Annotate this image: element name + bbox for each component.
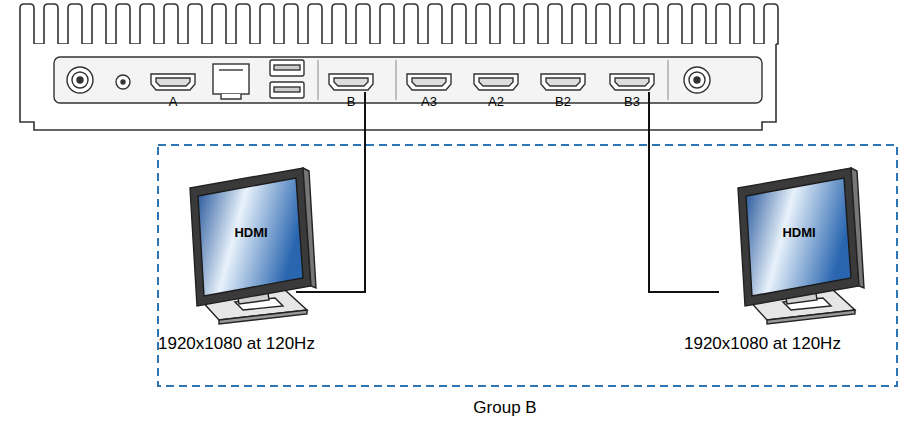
antenna-connector xyxy=(67,67,710,93)
port-label: B xyxy=(347,94,356,109)
group-label: Group B xyxy=(473,398,536,418)
ethernet-port xyxy=(213,64,249,99)
port-label: A xyxy=(169,94,178,109)
screen-text: HDMI xyxy=(782,225,815,240)
hdmi-cable xyxy=(649,92,719,292)
port-label: B2 xyxy=(555,94,571,109)
hdmi-port-inner xyxy=(479,78,513,86)
device-body xyxy=(20,44,776,130)
hdmi-port xyxy=(407,74,451,90)
cooling-fins xyxy=(20,4,778,44)
power-jack xyxy=(116,75,130,89)
panel-divider xyxy=(318,60,319,100)
group-region: Group BHDMI1920x1080 at 120HzHDMI1920x10… xyxy=(157,144,898,387)
port-label: A3 xyxy=(421,94,437,109)
screen-text: HDMI xyxy=(234,225,267,240)
hdmi-port-inner xyxy=(546,78,580,86)
hdmi-port xyxy=(610,74,654,90)
port-label: B3 xyxy=(624,94,640,109)
hdmi-port xyxy=(329,74,373,90)
panel-divider xyxy=(396,60,397,100)
resolution-label: 1920x1080 at 120Hz xyxy=(684,334,841,354)
hdmi-port-inner xyxy=(615,78,649,86)
hdmi-port xyxy=(151,74,195,90)
io-panel xyxy=(54,57,762,103)
usb-port xyxy=(270,60,304,98)
monitor: HDMI 1920x1080 at 120Hz xyxy=(683,150,905,368)
hdmi-port-inner xyxy=(412,78,446,86)
hdmi-port-inner xyxy=(156,78,190,86)
resolution-label: 1920x1080 at 120Hz xyxy=(158,334,315,354)
hdmi-port-inner xyxy=(334,78,368,86)
hdmi-port xyxy=(474,74,518,90)
port-label: A2 xyxy=(488,94,504,109)
panel-divider xyxy=(668,60,669,100)
monitor: HDMI 1920x1080 at 120Hz xyxy=(157,150,369,368)
hdmi-port xyxy=(541,74,585,90)
